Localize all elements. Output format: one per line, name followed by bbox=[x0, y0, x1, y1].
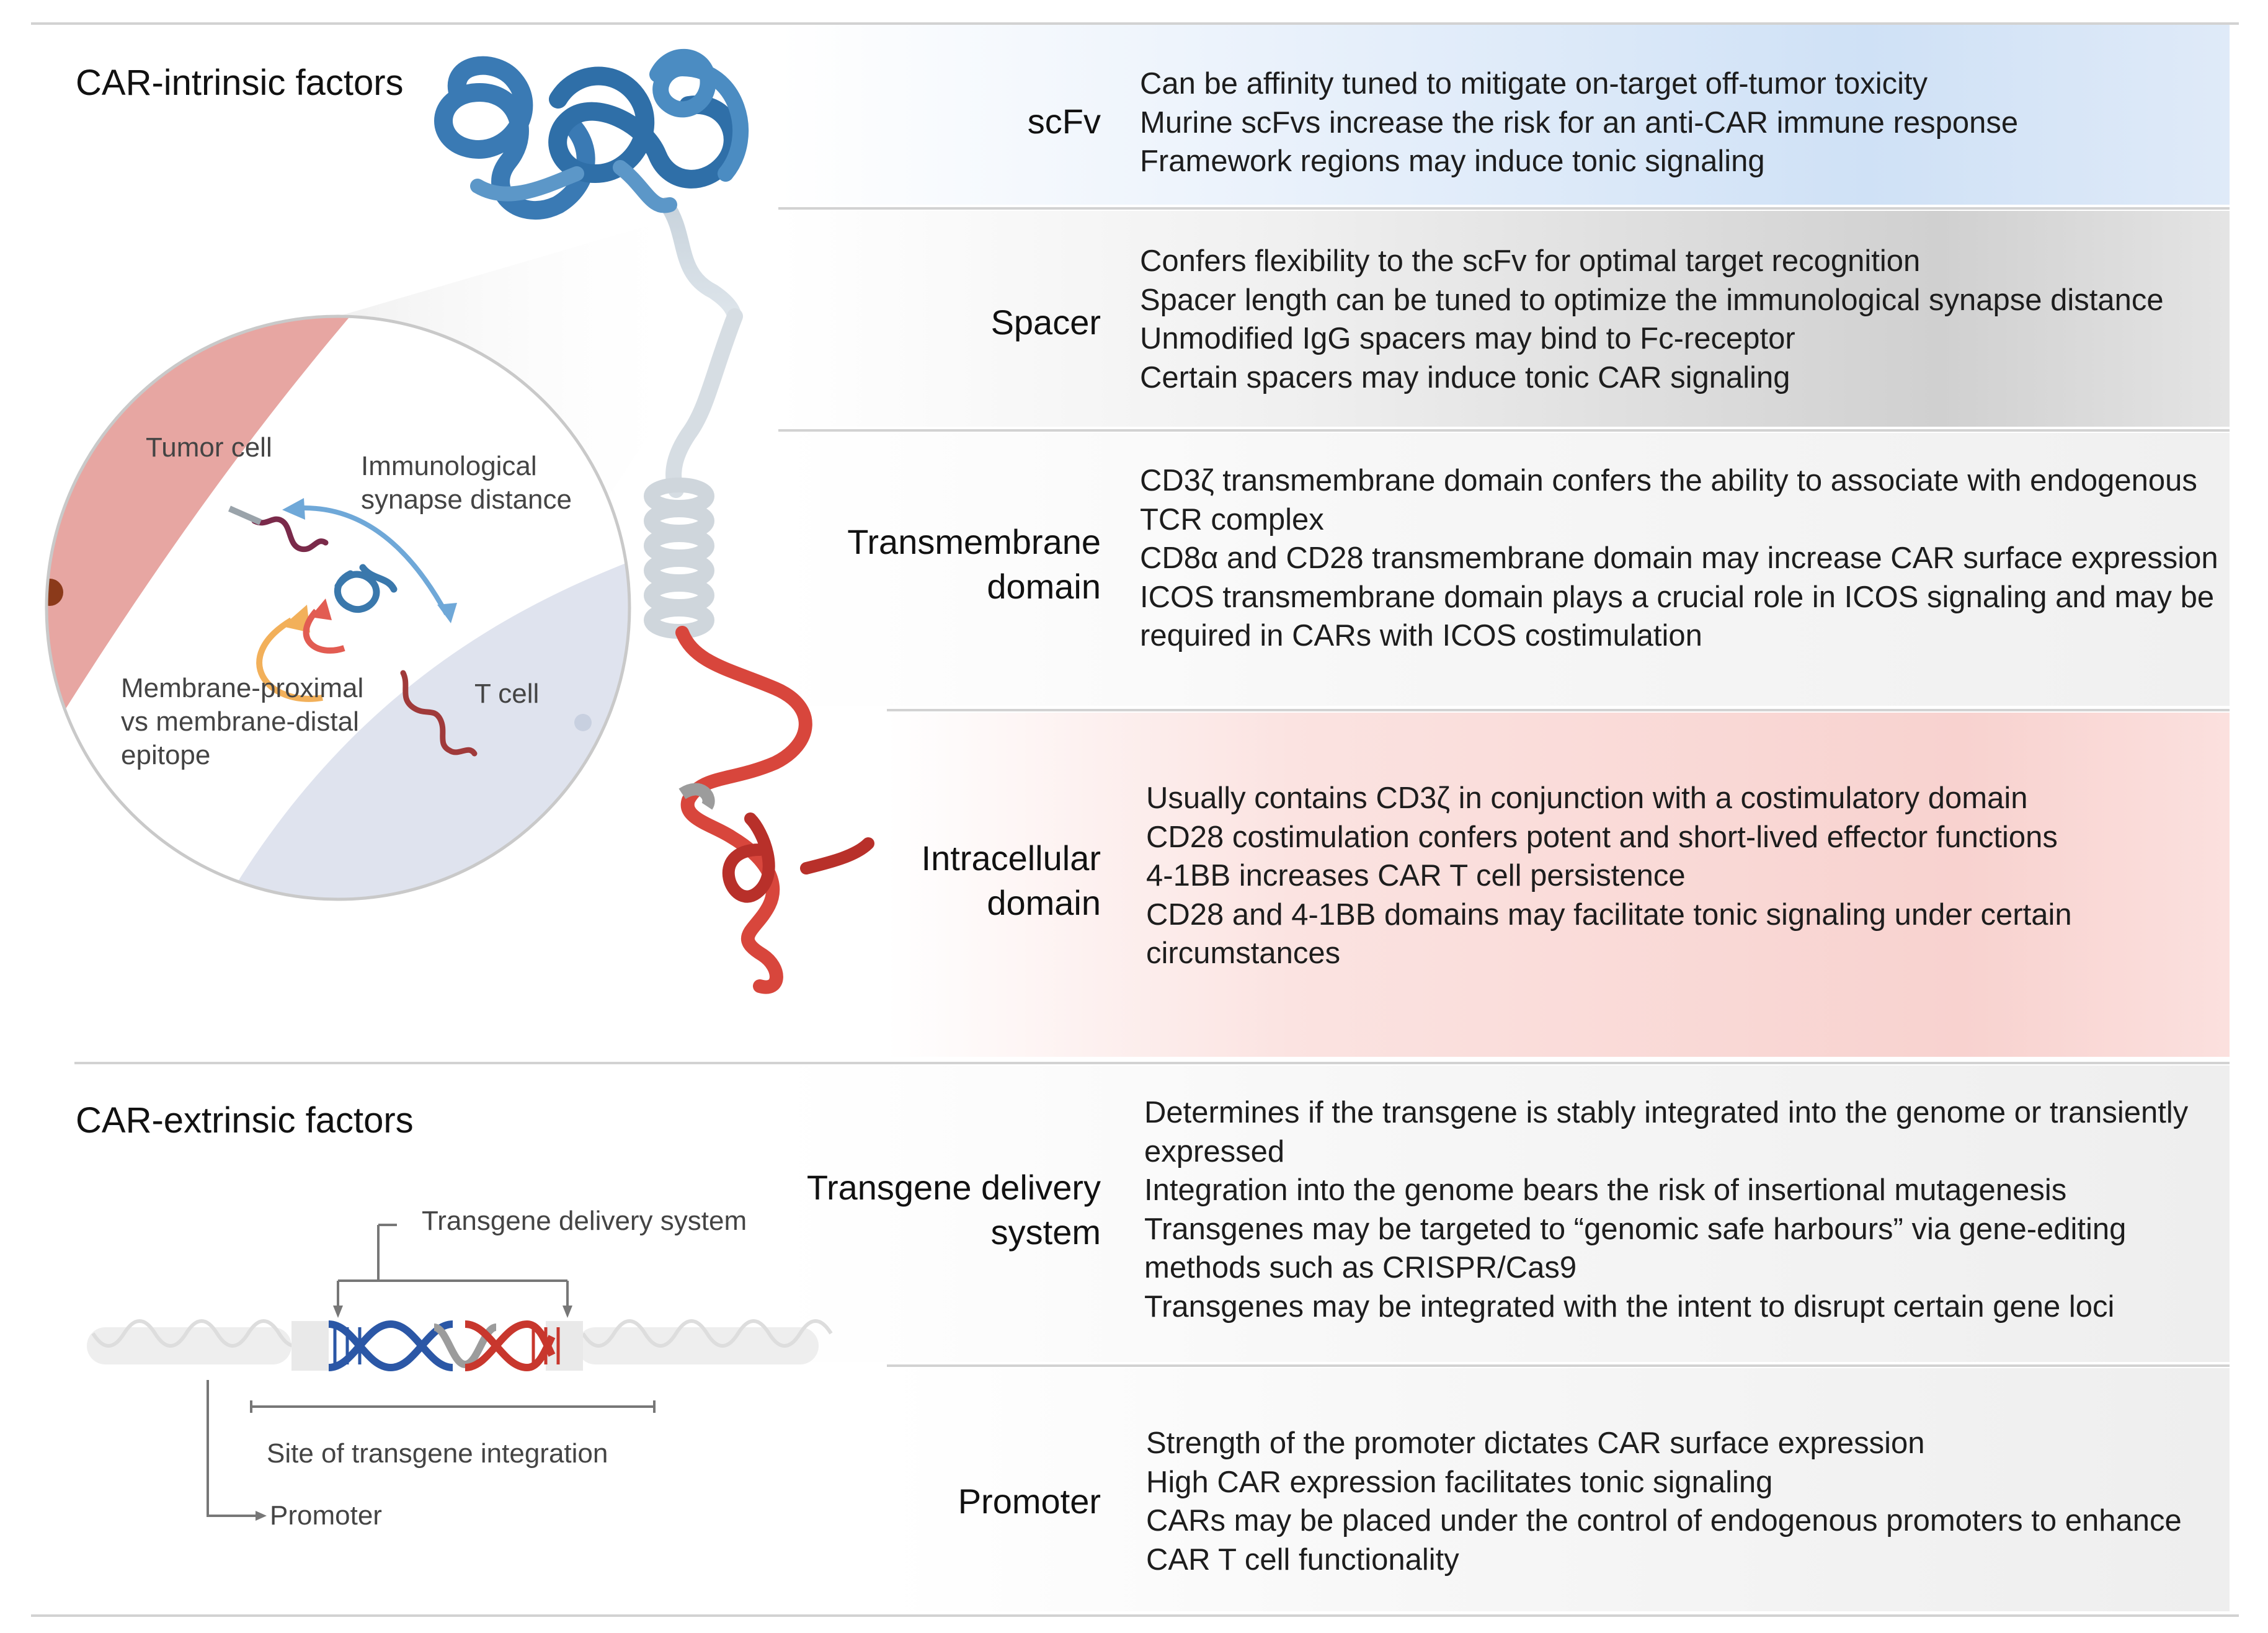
extrinsic-title: CAR-extrinsic factors bbox=[76, 1100, 414, 1141]
t-cell-dot bbox=[574, 714, 592, 731]
transmembrane-description: CD3ζ transmembrane domain confers the ab… bbox=[1140, 464, 2218, 652]
label-scfv: scFv bbox=[1027, 102, 1101, 141]
dna-strand bbox=[87, 1319, 833, 1372]
intracellular-description: Usually contains CD3ζ in conjunction wit… bbox=[1146, 781, 2072, 970]
label-promoter: Promoter bbox=[958, 1482, 1101, 1521]
promoter-arrow bbox=[207, 1380, 257, 1517]
bottom-rule bbox=[31, 1614, 2239, 1617]
synapse-arrow bbox=[291, 505, 449, 615]
rule-transgene-promoter bbox=[887, 1364, 2230, 1367]
grey-linker bbox=[678, 783, 715, 810]
band-transgene bbox=[778, 1066, 2230, 1362]
scfv-description: Can be affinity tuned to mitigate on-tar… bbox=[1140, 67, 2019, 178]
spacer-stalk bbox=[665, 308, 743, 498]
transmembrane-helix bbox=[644, 478, 714, 639]
mini-antigen bbox=[251, 516, 329, 553]
mini-stalk bbox=[228, 505, 262, 525]
hinge-stalk bbox=[659, 197, 742, 330]
band-spacer bbox=[778, 211, 2230, 427]
label-spacer: Spacer bbox=[990, 303, 1101, 342]
intrinsic-title: CAR-intrinsic factors bbox=[76, 63, 404, 103]
t-cell-membrane bbox=[223, 558, 629, 899]
inset-circle-outline bbox=[45, 314, 631, 901]
promoter-description: Strength of the promoter dictates CAR su… bbox=[1146, 1426, 2182, 1577]
integration-site-label: Site of transgene integration bbox=[267, 1438, 608, 1469]
red-arrow bbox=[303, 608, 345, 654]
promoter-label: Promoter bbox=[270, 1500, 382, 1531]
band-transmembrane bbox=[778, 433, 2230, 706]
scfv-knot bbox=[434, 48, 749, 220]
delivery-bracket bbox=[337, 1224, 569, 1309]
integration-bracket bbox=[250, 1400, 656, 1413]
top-rule bbox=[31, 22, 2239, 25]
rule-spacer-tm bbox=[778, 429, 2230, 432]
t-cell-label: T cell bbox=[474, 679, 540, 709]
orange-arrow bbox=[256, 617, 323, 702]
transgene-description: Determines if the transgene is stably in… bbox=[1144, 1096, 2189, 1324]
mini-car bbox=[400, 670, 478, 757]
intracellular-loop bbox=[722, 812, 874, 903]
spacer-description: Confers flexibility to the scFv for opti… bbox=[1140, 244, 2164, 394]
delivery-system-label: Transgene delivery system bbox=[422, 1206, 747, 1236]
rule-intrinsic-extrinsic bbox=[74, 1062, 2230, 1064]
tumor-cell-label: Tumor cell bbox=[146, 432, 272, 463]
mini-scfv bbox=[334, 564, 398, 613]
intracellular-tail bbox=[675, 626, 812, 994]
tumor-nucleus bbox=[47, 579, 63, 606]
band-promoter bbox=[887, 1368, 2230, 1611]
band-scfv bbox=[778, 25, 2230, 205]
rule-scfv-spacer bbox=[778, 207, 2230, 210]
rule-tm-intra bbox=[887, 709, 2230, 711]
band-intracellular bbox=[887, 713, 2230, 1057]
